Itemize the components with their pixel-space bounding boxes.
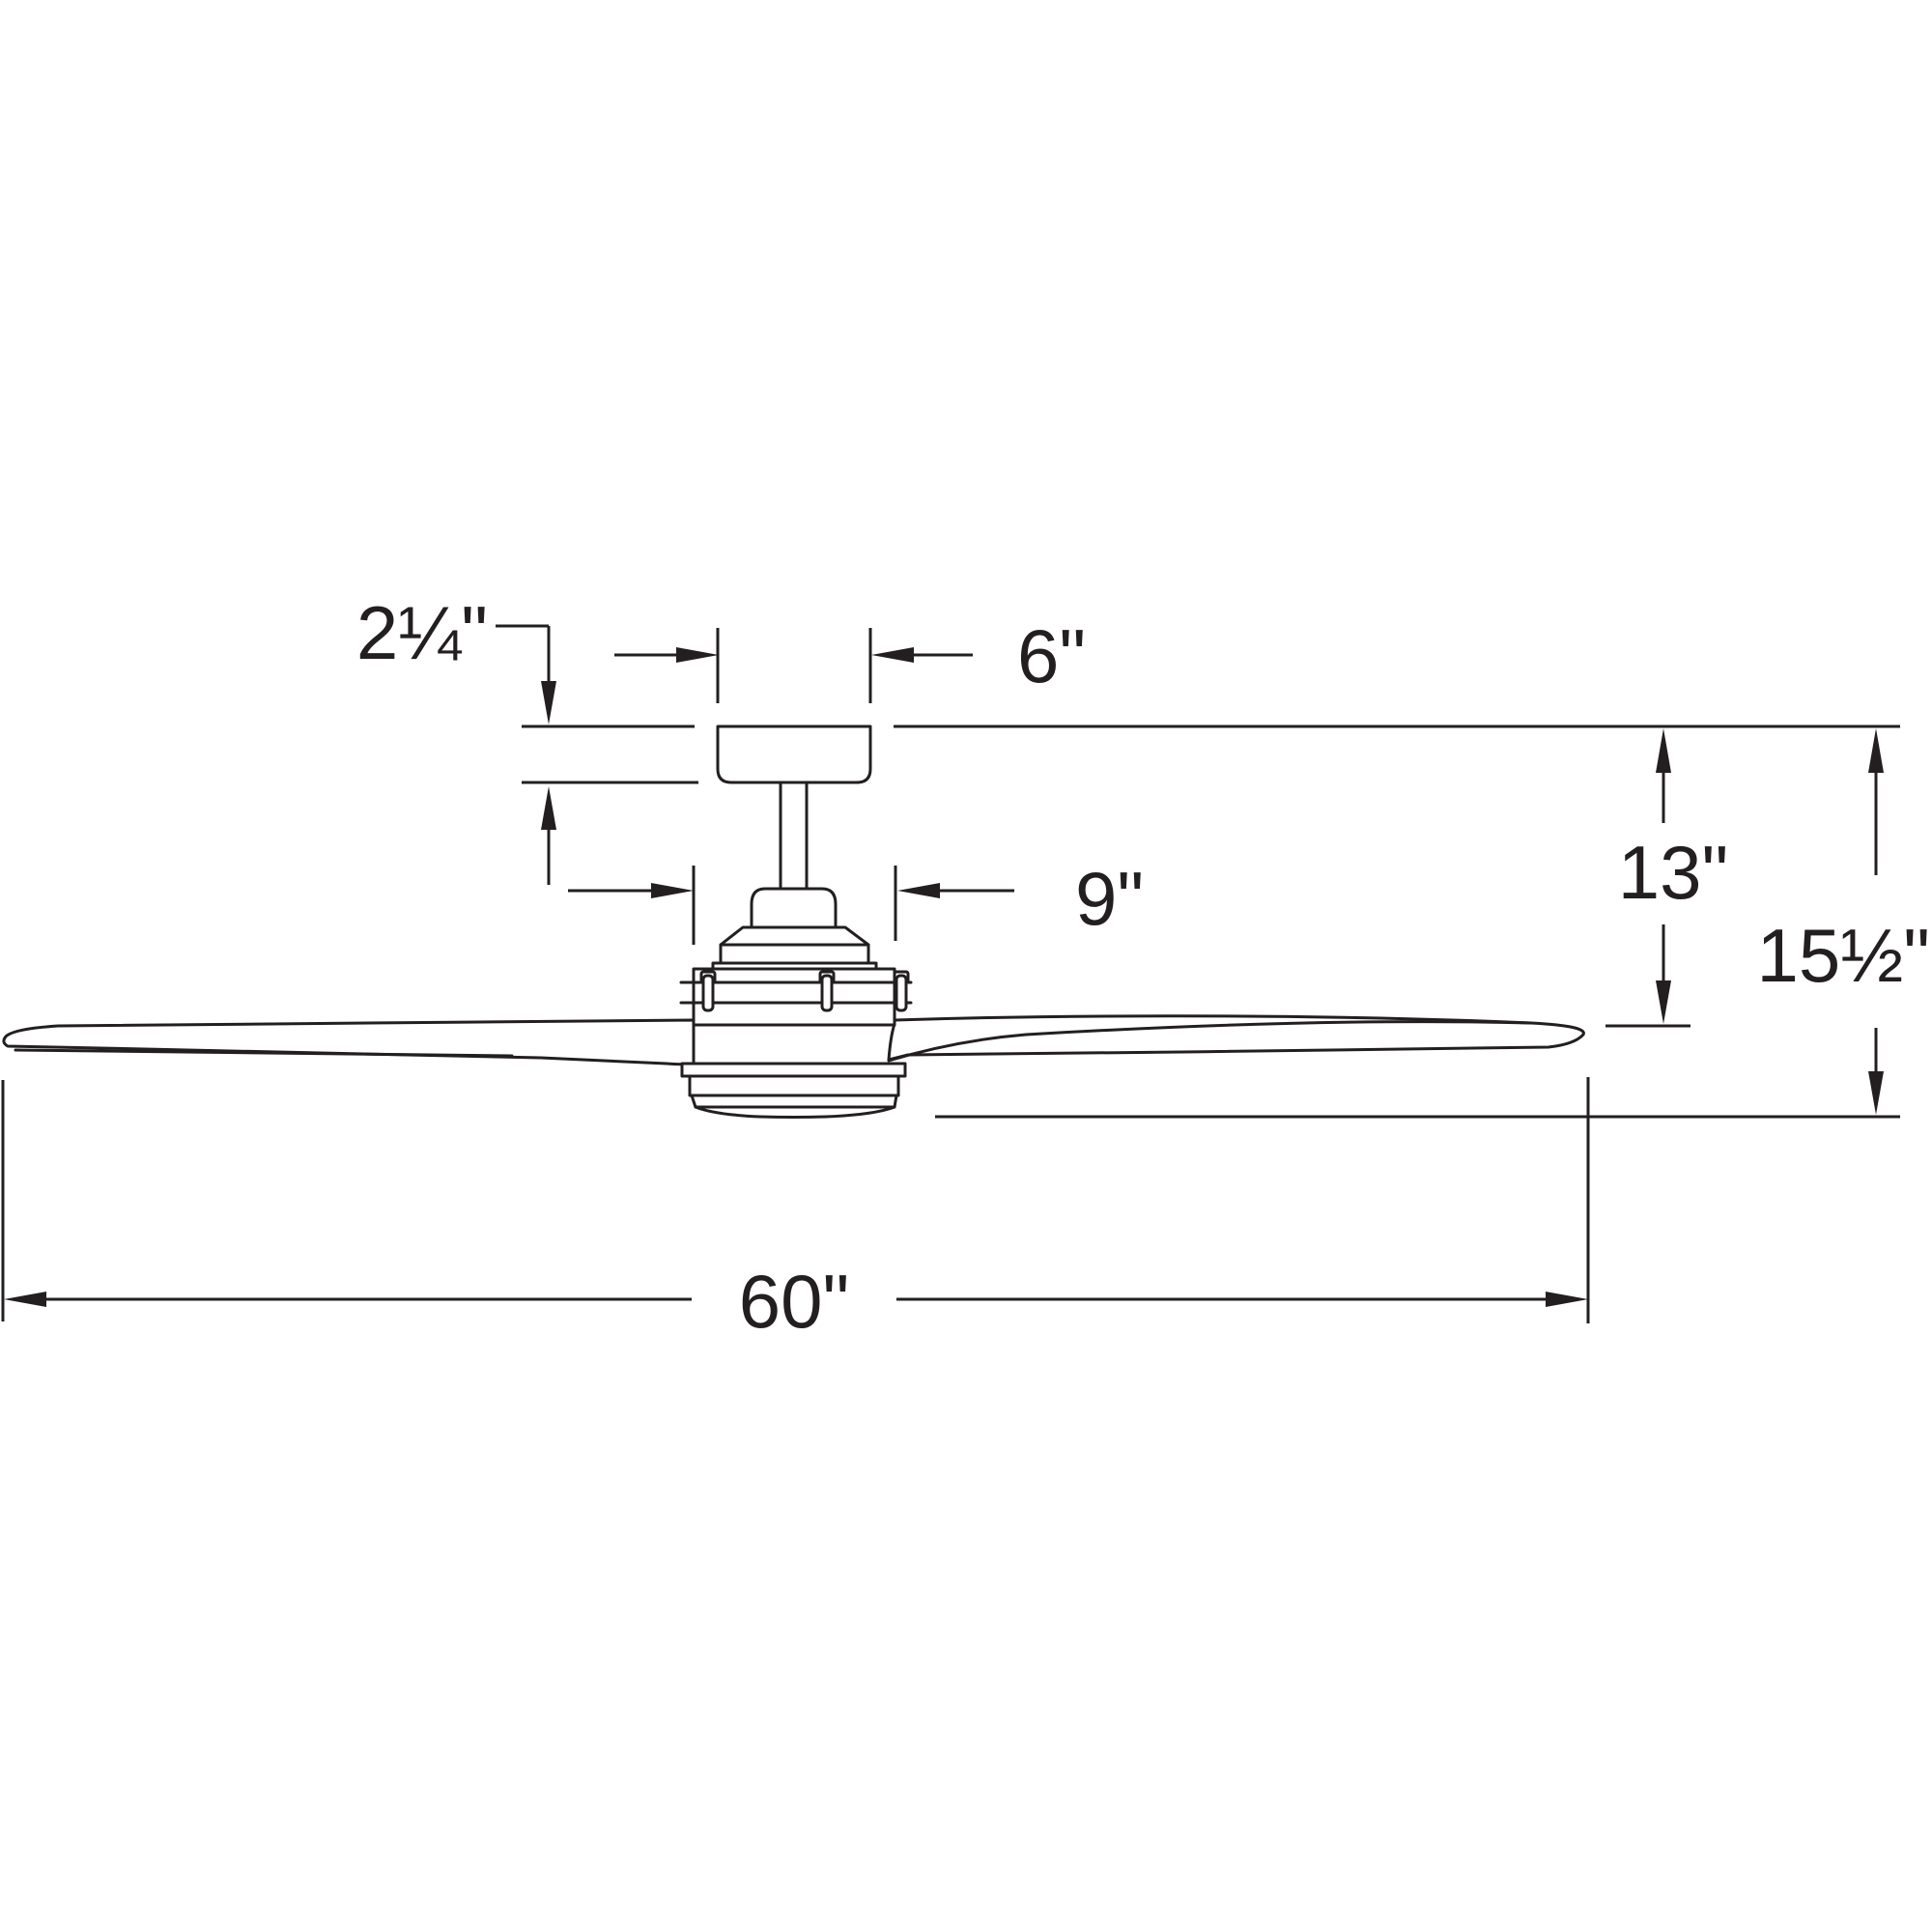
- left-blade-trailing-edge: [14, 1048, 514, 1058]
- overall-height-label: 15½": [1757, 913, 1931, 998]
- motor-bell: [719, 925, 870, 947]
- fan-blades: [2, 1014, 1585, 1066]
- extension-lines: [692, 866, 897, 945]
- blade-span-label: 60": [739, 1259, 849, 1344]
- motor-assembly: [679, 887, 913, 1027]
- canopy-height-label: 2¼": [356, 590, 488, 675]
- light-kit-step: [690, 1094, 898, 1109]
- light-kit-lens: [694, 1105, 896, 1119]
- downrod: [779, 781, 809, 891]
- motor-housing: [692, 967, 896, 1027]
- motor-upper-band: [719, 943, 870, 965]
- canopy-width-label: 6": [1017, 613, 1086, 698]
- arrow-up-icon: [1868, 728, 1884, 773]
- dim-motor-width: 9": [568, 856, 1144, 945]
- dim-overall-height: 15½": [935, 728, 1931, 1119]
- ceiling-to-blade-label: 13": [1618, 830, 1728, 915]
- band-clip-right: [893, 970, 910, 1012]
- mounting-group: [716, 724, 872, 891]
- arrow-up-icon: [541, 786, 556, 830]
- arrow-down-icon: [541, 681, 556, 724]
- arrow-right-icon: [676, 647, 719, 663]
- clip-pill: [701, 974, 715, 1012]
- arrow-left-icon: [897, 883, 940, 898]
- dim-blade-span: 60": [1, 1077, 1590, 1344]
- arrow-left-icon: [871, 647, 914, 663]
- left-blade: [2, 1018, 696, 1066]
- arrow-left-icon: [4, 1292, 46, 1307]
- band-clip-middle: [818, 970, 836, 1012]
- arrow-down-icon: [1868, 1071, 1884, 1115]
- clip-pill: [820, 974, 834, 1012]
- dim-canopy-height: 2¼": [356, 590, 556, 885]
- arrow-up-icon: [1656, 728, 1671, 773]
- arrow-right-icon: [651, 883, 694, 898]
- arrow-right-icon: [1546, 1292, 1588, 1307]
- right-blade: [887, 1014, 1585, 1062]
- band-clip-left: [699, 970, 717, 1012]
- extension-lines: [716, 628, 872, 703]
- right-blade-underside-edge: [887, 1020, 1533, 1063]
- clip-pill: [895, 974, 908, 1012]
- light-kit-body: [688, 1074, 900, 1097]
- light-kit: [680, 1062, 907, 1119]
- light-kit-flange: [680, 1062, 907, 1078]
- leader-line: [496, 624, 551, 682]
- downrod-coupling: [750, 887, 838, 929]
- dim-canopy-width: 6": [614, 613, 1086, 703]
- motor-width-label: 9": [1075, 856, 1144, 941]
- dim-ceiling-to-blade: 13": [1605, 728, 1728, 1028]
- canopy: [716, 724, 872, 784]
- arrow-down-icon: [1656, 980, 1671, 1024]
